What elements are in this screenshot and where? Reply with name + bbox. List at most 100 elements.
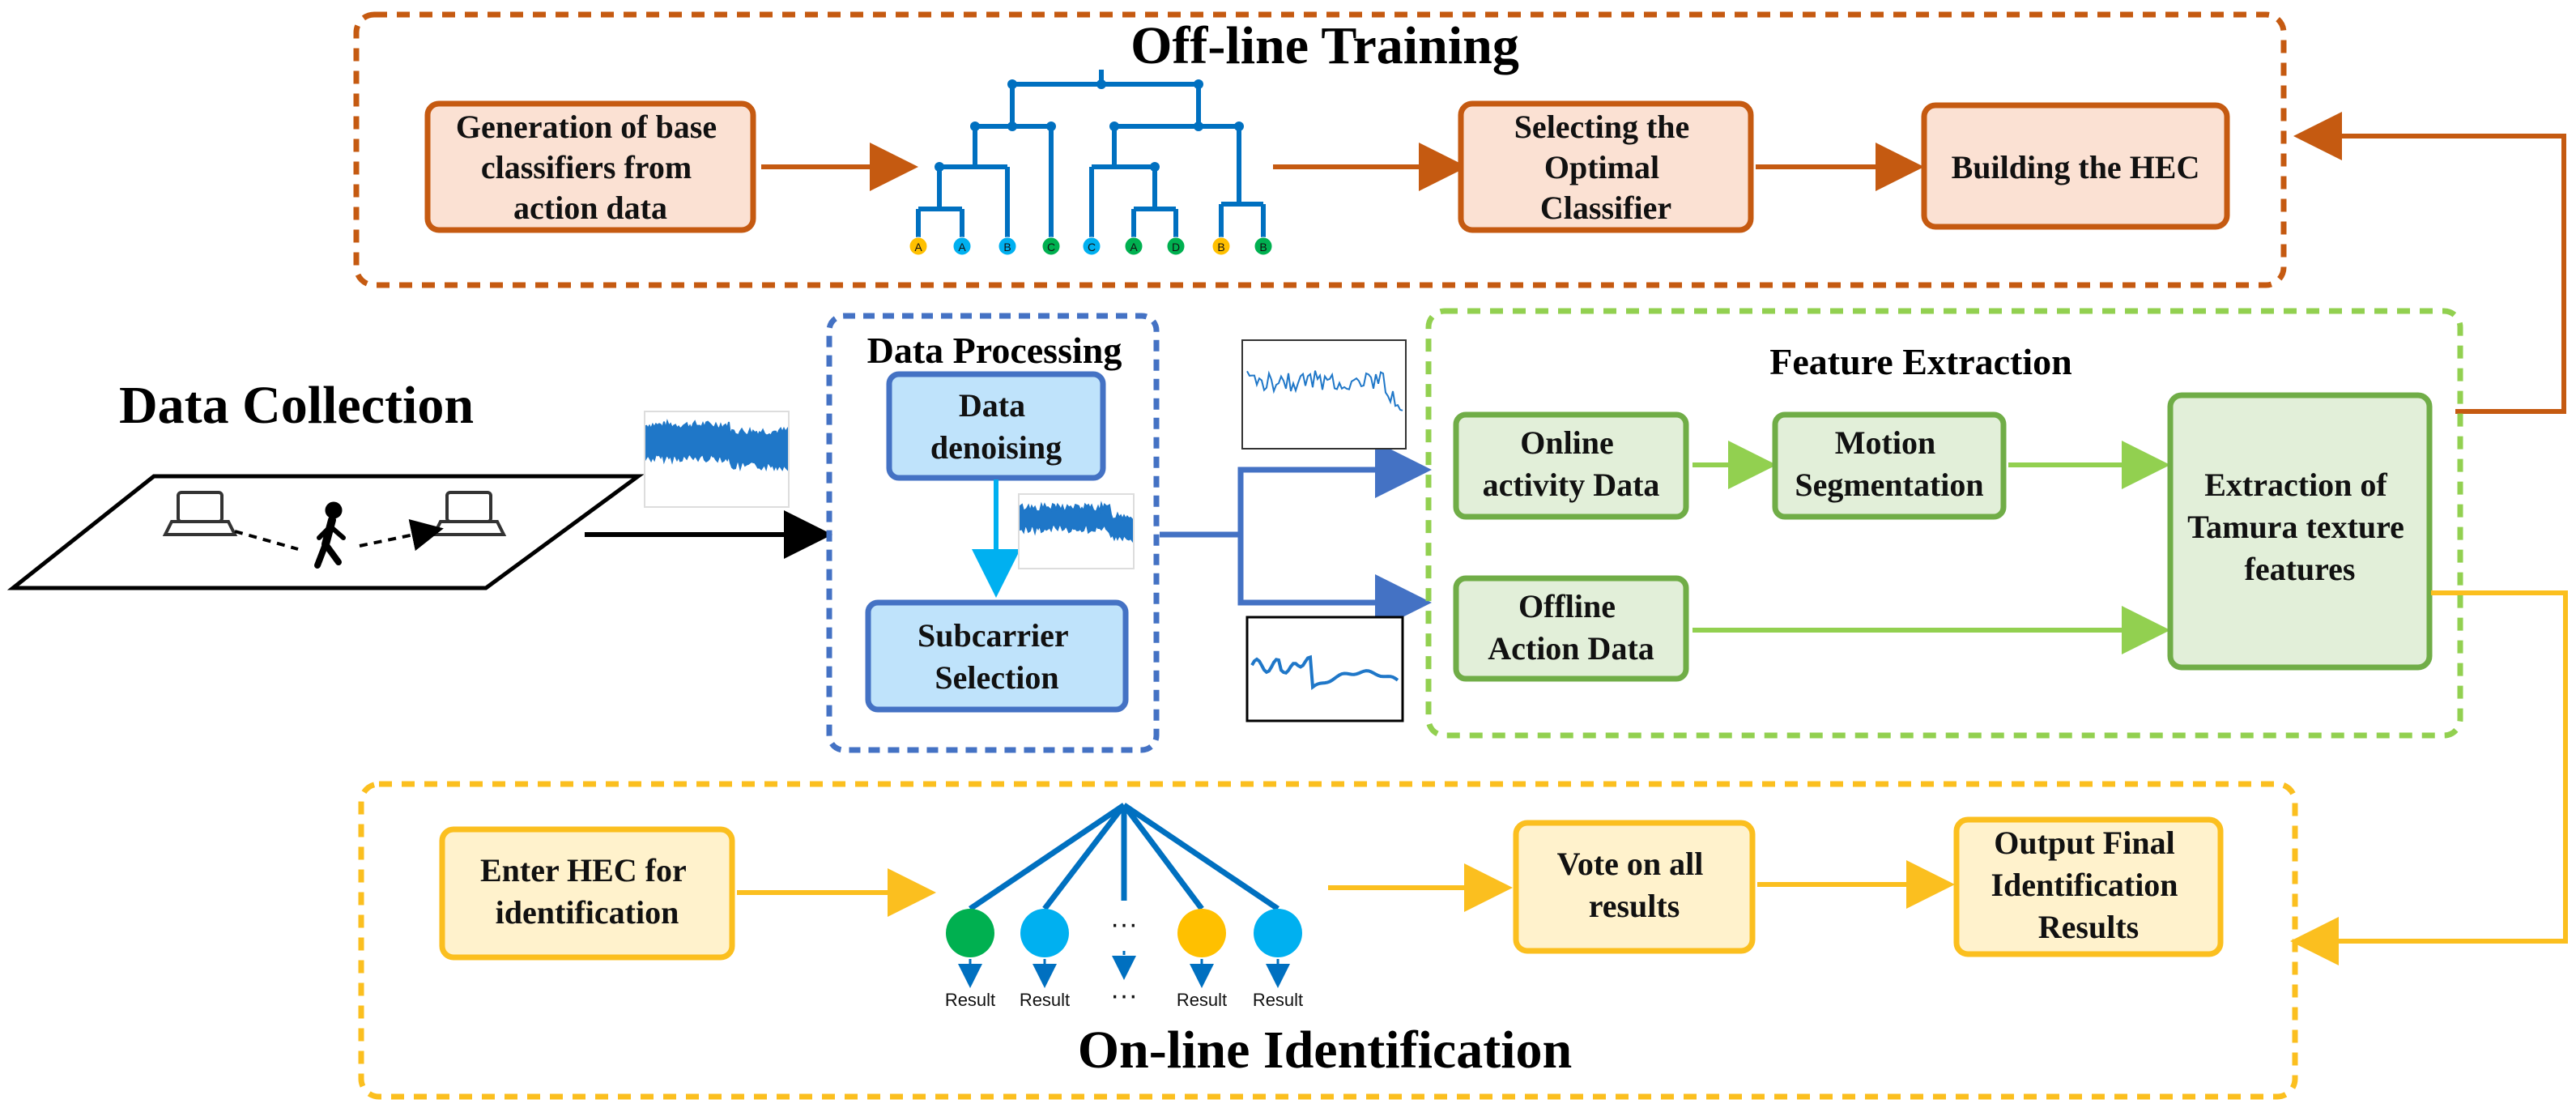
- online-activity-line-1: Online: [1520, 424, 1614, 461]
- ensemble-branch: [1122, 803, 1204, 911]
- svg-text:Selecting the Optimal: Selecting the Optimal Classifier: [1514, 109, 1698, 226]
- enter-hec-line-1: Enter HEC for: [480, 852, 686, 889]
- tree-leaf-node: [1124, 237, 1143, 256]
- selecting-optimal-box[interactable]: Selecting the Optimal Classifier: [1458, 100, 1754, 233]
- svg-text:Generation of base cla: Generation of base classifiers from acti…: [456, 109, 725, 226]
- building-hec-box[interactable]: Building the HEC: [1921, 102, 2230, 230]
- result-label: Result: [945, 990, 995, 1010]
- tree-leaf-node: [1166, 237, 1186, 256]
- signal-path-left: [234, 530, 299, 551]
- denoising-line-1: Data: [959, 387, 1025, 424]
- offline-plot-thumbnail: [1245, 616, 1404, 722]
- tree-leaf-label: B: [1217, 241, 1224, 254]
- svg-text:Enter HEC for identifi: Enter HEC for identification: [480, 852, 694, 931]
- offline-training-title: Off-line Training: [1130, 16, 1519, 75]
- svg-text:Extraction of Tamura t: Extraction of Tamura texture features: [2187, 467, 2412, 587]
- tree-junction: [1234, 121, 1244, 131]
- raw-signal-thumbnail: [644, 411, 790, 508]
- generation-line-3: action data: [513, 190, 667, 226]
- online-activity-box[interactable]: Online activity Data: [1453, 411, 1689, 520]
- tree-junction: [1194, 121, 1203, 131]
- tree-junction: [935, 162, 944, 172]
- svg-text:Online activity Data: Online activity Data: [1483, 424, 1660, 503]
- vote-results-box[interactable]: Vote on all results: [1513, 820, 1756, 954]
- data-denoising-box[interactable]: Data denoising: [886, 371, 1106, 481]
- svg-text:Output Final Identific: Output Final Identification Results: [1991, 825, 2186, 945]
- arrow-processing-to-online: [1160, 441, 1432, 538]
- signal-path-right: [359, 518, 444, 552]
- ensemble-branch: [1042, 803, 1126, 911]
- generation-line-1: Generation of base: [456, 109, 717, 145]
- classifier-node: [946, 909, 994, 957]
- tamura-line-2: Tamura texture: [2187, 509, 2404, 545]
- classifier-node: [1177, 909, 1226, 957]
- ellipsis-bottom: ···: [1110, 980, 1138, 1011]
- tree-leaf-node: [1211, 237, 1231, 256]
- online-identification-border: [358, 781, 2298, 1100]
- online-activity-line-2: activity Data: [1483, 467, 1660, 503]
- denoised-signal-thumbnail: [1018, 493, 1135, 569]
- selecting-line-2: Optimal: [1544, 149, 1659, 185]
- laptop-left-icon: [162, 491, 238, 536]
- ensemble-branch: [1122, 803, 1279, 911]
- offline-action-line-1: Offline: [1518, 588, 1616, 624]
- tamura-line-1: Extraction of: [2204, 467, 2387, 503]
- tree-leaf-node: [952, 237, 972, 256]
- tree-junction: [970, 121, 980, 131]
- offline-training-section: Off-line Training Generation of base cla…: [353, 11, 2287, 288]
- output-line-1: Output Final: [1994, 825, 2174, 861]
- tree-junction: [1194, 79, 1203, 89]
- arrow-features-to-training: [2293, 112, 2566, 414]
- tree-leaf-label: A: [958, 241, 966, 254]
- tamura-features-box[interactable]: Extraction of Tamura texture features: [2167, 392, 2433, 671]
- arrow-features-to-identification: [2290, 590, 2568, 965]
- data-processing-title: Data Processing: [867, 330, 1122, 371]
- subcarrier-selection-box[interactable]: Subcarrier Selection: [865, 599, 1129, 713]
- motion-line-1: Motion: [1835, 424, 1935, 461]
- tree-leaf-node: [909, 237, 928, 256]
- output-line-3: Results: [2038, 909, 2139, 945]
- subcarrier-line-2: Selection: [935, 659, 1058, 696]
- motion-line-2: Segmentation: [1795, 467, 1983, 503]
- generation-line-2: classifiers from: [481, 149, 692, 185]
- output-results-box[interactable]: Output Final Identification Results: [1953, 816, 2224, 957]
- tree-junction: [1109, 121, 1119, 131]
- tree-leaf-label: B: [1259, 241, 1267, 254]
- ellipsis-top: ···: [1110, 909, 1138, 940]
- tree-leaf-label: B: [1003, 241, 1011, 254]
- data-collection-title: Data Collection: [119, 376, 474, 435]
- tree-leaf-label: A: [914, 241, 922, 254]
- offline-action-box[interactable]: Offline Action Data: [1453, 575, 1689, 682]
- arrow-processing-to-offline: [1237, 535, 1432, 631]
- tree-junction: [1046, 121, 1056, 131]
- tree-leaf-node: [1041, 237, 1061, 256]
- data-processing-border: [826, 313, 1160, 753]
- vote-line-2: results: [1589, 888, 1680, 924]
- offline-training-border: [353, 11, 2287, 288]
- tree-junction: [1096, 79, 1106, 89]
- classifier-node: [1020, 909, 1069, 957]
- svg-text:Offline Action Data: Offline Action Data: [1488, 588, 1654, 667]
- classifier-node: [1254, 909, 1302, 957]
- feature-extraction-section: Feature Extraction Online activity Data …: [1425, 308, 2463, 739]
- vote-line-1: Vote on all: [1557, 846, 1704, 882]
- enter-hec-box[interactable]: Enter HEC for identification: [439, 826, 735, 961]
- tree-leaf-label: C: [1047, 241, 1055, 254]
- tree-leaf-node: [1254, 237, 1273, 256]
- tree-junction: [1150, 162, 1160, 172]
- online-identification-section: On-line Identification Enter HEC for ide…: [358, 781, 2298, 1100]
- svg-text:Vote on all results: Vote on all results: [1557, 846, 1712, 924]
- tamura-line-3: features: [2245, 551, 2356, 587]
- feature-extraction-title: Feature Extraction: [1769, 341, 2071, 382]
- result-label: Result: [1253, 990, 1303, 1010]
- motion-segmentation-box[interactable]: Motion Segmentation: [1772, 411, 2007, 520]
- feature-extraction-border: [1425, 308, 2463, 739]
- subcarrier-line-1: Subcarrier: [918, 617, 1068, 654]
- output-line-2: Identification: [1991, 867, 2178, 903]
- generation-box[interactable]: Generation of base classifiers from acti…: [424, 100, 756, 233]
- ensemble-branch: [969, 803, 1126, 911]
- walking-person-icon: [314, 501, 346, 569]
